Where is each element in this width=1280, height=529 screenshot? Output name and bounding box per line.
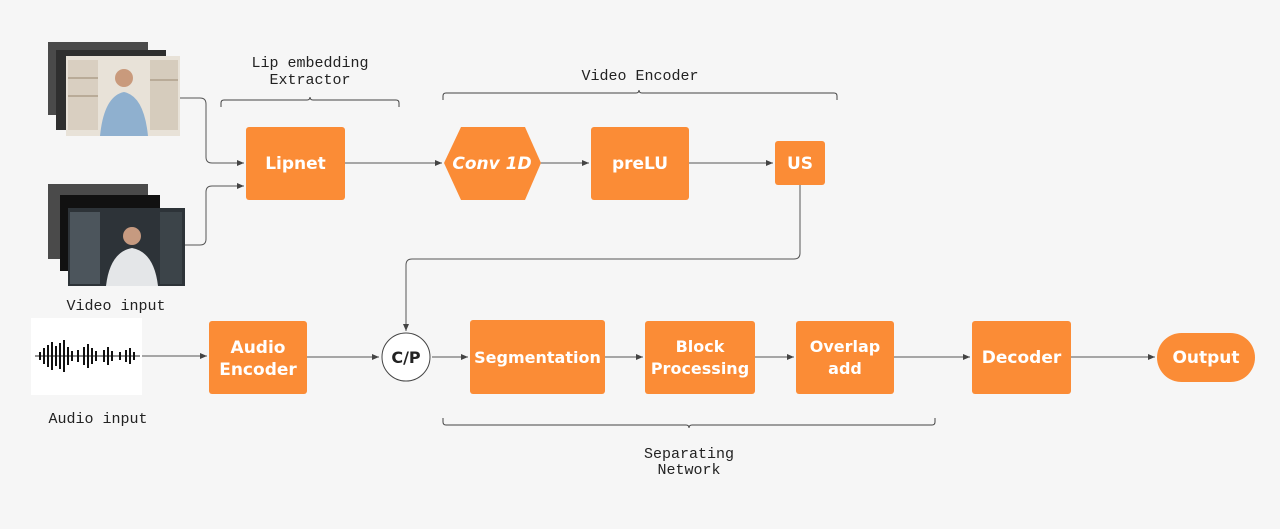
lip-extractor-label-line2: Extractor	[269, 72, 350, 89]
decoder-block: Decoder	[972, 321, 1071, 394]
block-processing-label-line2: Processing	[651, 359, 749, 378]
speaker-video-frame-1	[66, 56, 180, 136]
us-block: US	[775, 141, 825, 185]
separating-network-label-line2: Network	[657, 462, 720, 479]
video-encoder-label: Video Encoder	[581, 68, 698, 85]
speaker-video-frame-2	[68, 208, 185, 286]
audio-encoder-label-line1: Audio	[231, 338, 286, 358]
segmentation-block: Segmentation	[470, 320, 605, 394]
edge-video1-lipnet	[180, 97, 244, 166]
lipnet-block: Lipnet	[246, 127, 345, 200]
cp-node: C/P	[381, 332, 431, 382]
audio-waveform	[31, 318, 142, 395]
video-frames-stack-1	[48, 42, 180, 136]
us-label: US	[787, 154, 813, 174]
brace-lip-extractor	[220, 96, 400, 107]
overlap-add-label-line2: add	[828, 359, 862, 378]
braces	[220, 89, 936, 429]
video-frames-stack-2	[48, 184, 185, 286]
block-processing-block: Block Processing	[645, 321, 755, 394]
lip-extractor-label-line1: Lip embedding	[251, 55, 368, 72]
prelu-label: preLU	[612, 154, 668, 174]
edge-us-cp	[403, 185, 801, 331]
connectors	[142, 97, 1155, 360]
output-block: Output	[1157, 333, 1255, 382]
cp-label: C/P	[391, 348, 421, 367]
edge-video2-lipnet	[185, 183, 244, 246]
brace-video-encoder	[442, 89, 838, 100]
audio-input-label: Audio input	[48, 411, 147, 428]
conv1d-label: Conv 1D	[452, 154, 531, 174]
audio-encoder-label-line2: Encoder	[219, 360, 297, 380]
separating-network-label-line1: Separating	[644, 446, 734, 463]
segmentation-label: Segmentation	[474, 348, 601, 367]
overlap-add-label-line1: Overlap	[810, 337, 881, 356]
audio-encoder-block: Audio Encoder	[209, 321, 307, 394]
prelu-block: preLU	[591, 127, 689, 200]
conv1d-block: Conv 1D	[444, 127, 541, 200]
output-label: Output	[1172, 348, 1239, 368]
video-input-label: Video input	[66, 298, 165, 315]
brace-separating-network	[442, 418, 936, 429]
decoder-label: Decoder	[982, 348, 1062, 368]
lipnet-label: Lipnet	[265, 154, 326, 174]
overlap-add-block: Overlap add	[796, 321, 894, 394]
block-processing-label-line1: Block	[676, 337, 725, 356]
